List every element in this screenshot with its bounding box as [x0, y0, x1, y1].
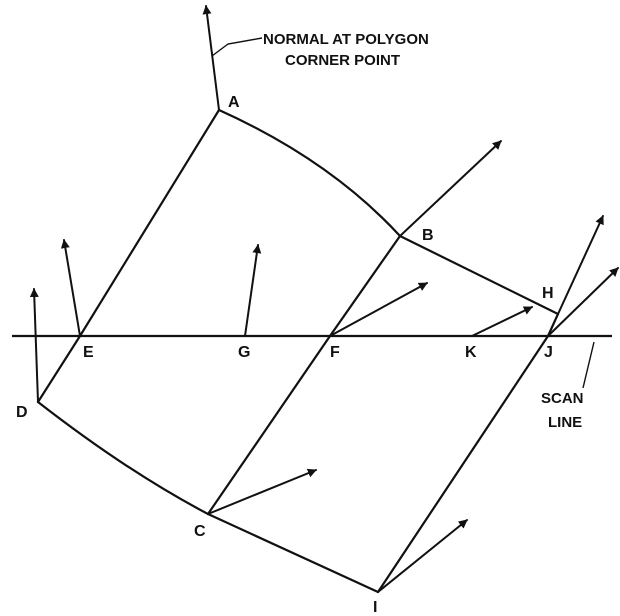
label-i: I — [373, 599, 377, 616]
normal-annotation-line2: CORNER POINT — [285, 52, 400, 69]
normal-arrow-j — [547, 267, 619, 337]
label-h: H — [542, 285, 554, 302]
label-b: B — [422, 227, 434, 244]
edge-a-b — [217, 108, 402, 238]
label-j: J — [544, 344, 553, 361]
normal-arrow-c — [207, 468, 317, 515]
normal-arrow-e — [60, 239, 81, 337]
normal-arrow-h — [557, 215, 604, 315]
edge-i-j — [376, 334, 550, 594]
normal-arrow-d — [29, 288, 39, 403]
normal-leader-line — [211, 37, 263, 57]
normal-arrow-b — [399, 140, 502, 237]
edge-b-f — [328, 234, 402, 338]
normal-arrow-a — [202, 5, 220, 111]
normal-vectors — [29, 5, 619, 593]
edge-e-d — [36, 334, 82, 404]
edge-h-j — [546, 312, 560, 338]
scan-annotation-line2: LINE — [548, 414, 582, 431]
normal-arrow-k — [471, 306, 533, 337]
label-k: K — [465, 344, 477, 361]
normal-arrow-f — [329, 282, 428, 337]
edge-a-e — [78, 108, 221, 338]
scan-leader-line — [582, 341, 595, 389]
edge-d-c — [36, 400, 210, 516]
edge-b-h — [398, 234, 560, 316]
edge-c-i — [206, 512, 380, 594]
normal-annotation-line1: NORMAL AT POLYGON — [263, 31, 429, 48]
label-e: E — [83, 344, 94, 361]
label-g: G — [238, 344, 250, 361]
scan-annotation-line1: SCAN — [541, 390, 584, 407]
label-c: C — [194, 523, 206, 540]
polygon-edges — [36, 108, 560, 594]
normal-arrow-g — [244, 244, 262, 337]
normal-arrow-i — [377, 519, 468, 593]
label-a: A — [228, 94, 240, 111]
label-f: F — [330, 344, 340, 361]
label-d: D — [16, 404, 28, 421]
edge-f-c — [206, 334, 332, 516]
